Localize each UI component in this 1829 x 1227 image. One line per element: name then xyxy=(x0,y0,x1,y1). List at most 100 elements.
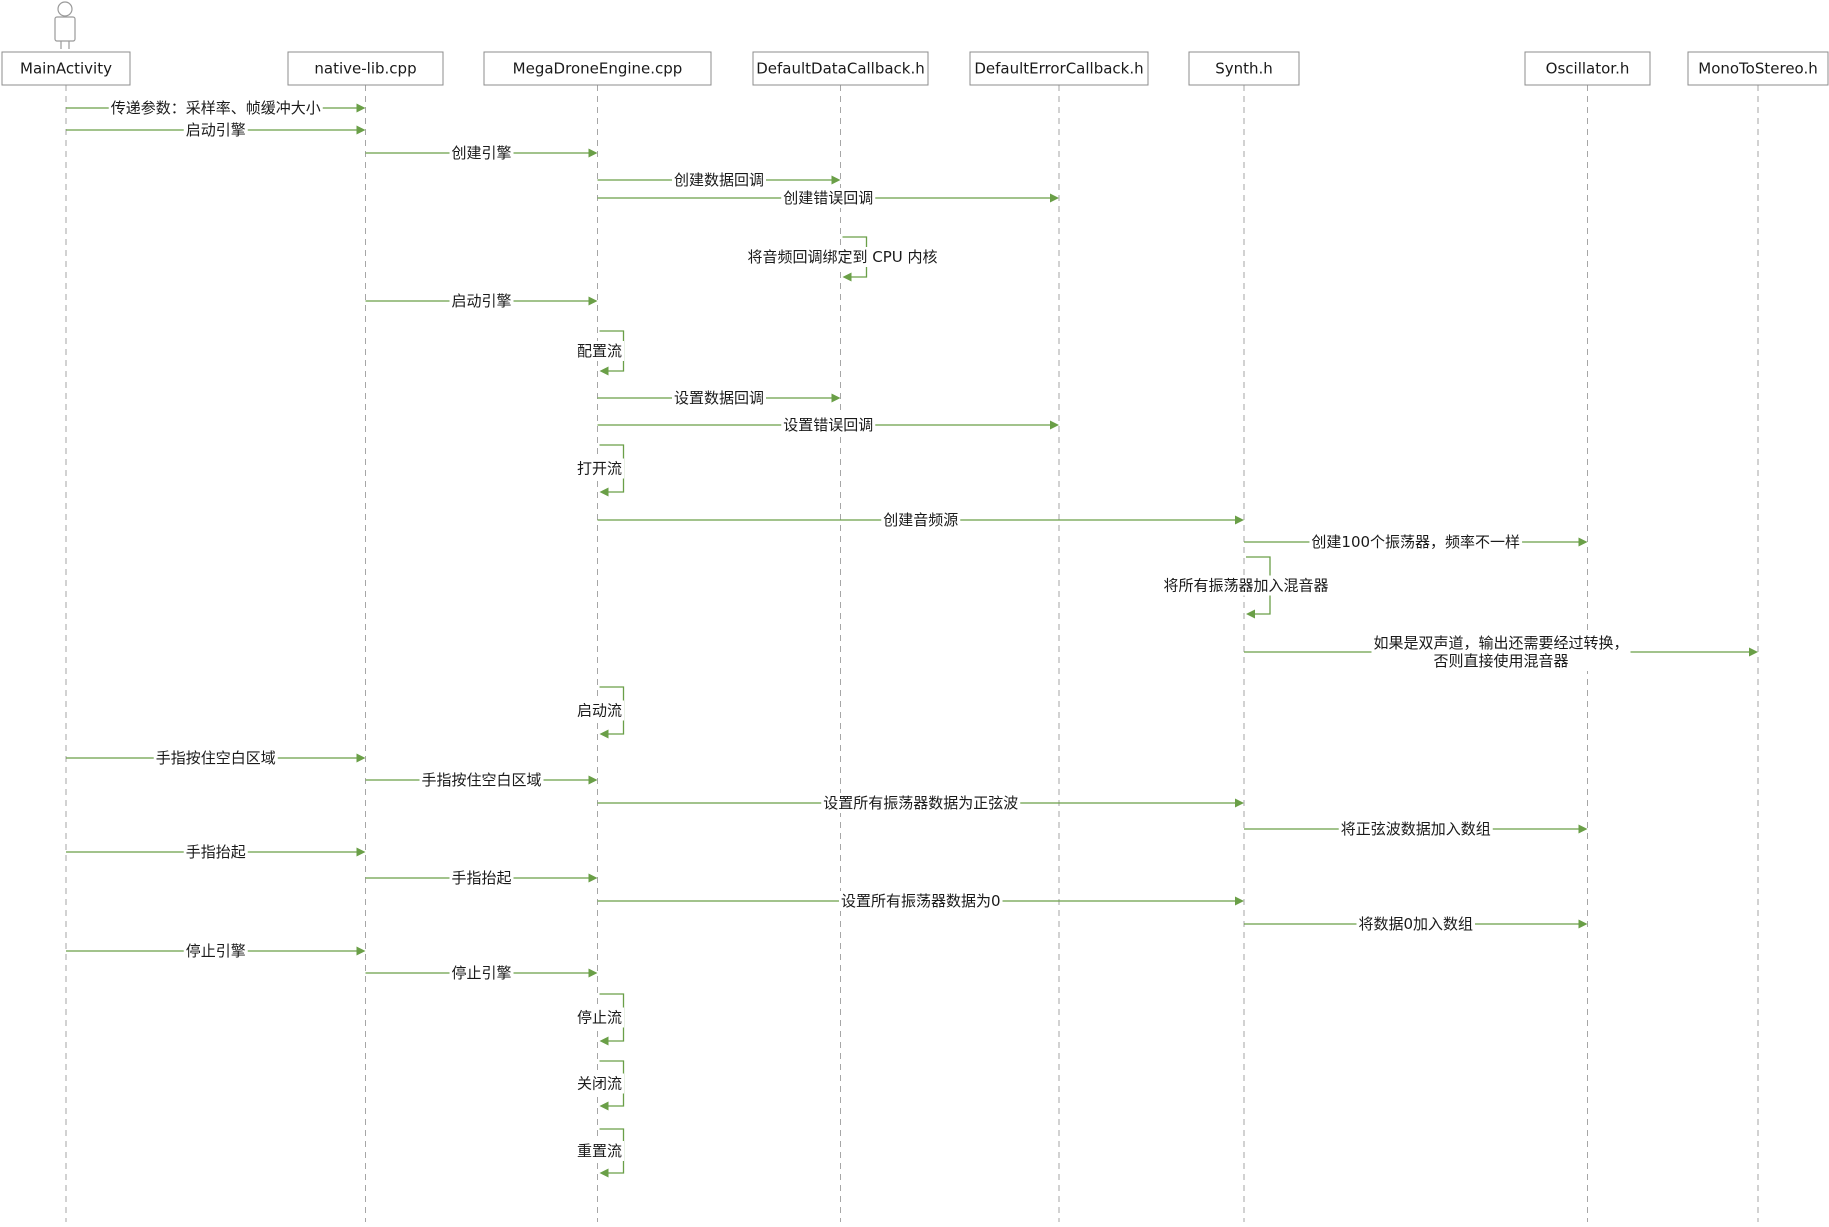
label-background xyxy=(183,120,248,140)
participant-synth-h: Synth.h xyxy=(1188,51,1300,86)
message-label: 配置流 xyxy=(577,342,622,360)
message-label: 停止引擎 xyxy=(451,964,511,982)
message-label: 设置错误回调 xyxy=(783,416,873,434)
message-label: 启动引擎 xyxy=(451,292,511,310)
lifelines xyxy=(65,85,1759,1222)
arrow-head xyxy=(599,1036,609,1046)
message: 创建引擎 xyxy=(365,143,598,163)
arrow-head xyxy=(1246,609,1255,619)
message: 将数据0加入数组 xyxy=(1244,914,1588,934)
message: 将正弦波数据加入数组 xyxy=(1244,819,1588,839)
message-label: 如果是双声道，输出还需要经过转换，否则直接使用混音器 xyxy=(1373,634,1628,670)
self-message: 停止流 xyxy=(574,993,625,1046)
arrow-head xyxy=(599,1168,609,1178)
participant-label: DefaultDataCallback.h xyxy=(756,60,925,78)
self-message: 配置流 xyxy=(574,330,625,376)
message: 手指按住空白区域 xyxy=(365,770,598,790)
message: 设置所有振荡器数据为0 xyxy=(597,891,1244,911)
message: 设置数据回调 xyxy=(597,388,841,408)
self-message: 打开流 xyxy=(574,444,625,497)
messages: 传递参数：采样率、帧缓冲大小启动引擎创建引擎创建数据回调创建错误回调将音频回调绑… xyxy=(66,98,1758,1178)
message-label: 设置所有振荡器数据为正弦波 xyxy=(823,794,1018,812)
participant-label: MegaDroneEngine.cpp xyxy=(513,60,683,78)
arrow-head xyxy=(356,847,366,857)
label-background xyxy=(1309,532,1523,552)
message: 设置错误回调 xyxy=(597,415,1059,435)
message-label: 创建引擎 xyxy=(451,144,511,162)
participant-label: DefaultErrorCallback.h xyxy=(974,60,1143,78)
arrow-head xyxy=(599,366,609,376)
arrow-head xyxy=(356,946,366,956)
message-label: 关闭流 xyxy=(577,1075,622,1093)
arrow-head xyxy=(1578,824,1588,834)
arrow-head xyxy=(588,968,598,978)
message-label: 将所有振荡器加入混音器 xyxy=(1163,577,1328,595)
label-background xyxy=(153,748,278,768)
message-label: 启动流 xyxy=(577,702,622,720)
message: 启动引擎 xyxy=(365,291,598,311)
participant-label: MonoToStereo.h xyxy=(1698,60,1817,78)
label-background xyxy=(781,415,876,435)
label-background xyxy=(574,1007,625,1028)
message: 手指抬起 xyxy=(66,842,366,862)
arrow-head xyxy=(831,175,841,185)
message-label: 重置流 xyxy=(577,1142,622,1160)
participant-defaulterrorcallback-h: DefaultErrorCallback.h xyxy=(969,51,1149,86)
message: 停止引擎 xyxy=(66,941,366,961)
message-label: 创建100个振荡器，频率不一样 xyxy=(1311,533,1520,551)
self-message: 启动流 xyxy=(574,686,625,739)
message-label: 手指按住空白区域 xyxy=(421,771,541,789)
arrow-head xyxy=(588,296,598,306)
message-label: 手指抬起 xyxy=(186,843,246,861)
arrow-head xyxy=(1749,647,1758,657)
label-background xyxy=(1356,914,1476,934)
message-label: 手指抬起 xyxy=(451,869,511,887)
participant-label: native-lib.cpp xyxy=(314,60,416,78)
label-background xyxy=(671,388,767,408)
message-label: 手指按住空白区域 xyxy=(156,749,276,767)
label-background xyxy=(781,188,876,208)
label-background xyxy=(449,963,514,983)
message: 创建错误回调 xyxy=(597,188,1059,208)
participant-box xyxy=(752,51,929,86)
label-background xyxy=(449,291,514,311)
label-background xyxy=(1371,633,1631,671)
label-background xyxy=(574,1141,625,1161)
participant-box xyxy=(1687,51,1829,86)
label-background xyxy=(745,247,940,267)
actor-icon xyxy=(54,1,76,49)
arrow-head xyxy=(599,729,609,739)
participant-label: Synth.h xyxy=(1215,60,1273,78)
message-label: 停止流 xyxy=(577,1009,622,1027)
arrow-head xyxy=(1235,798,1244,808)
label-background xyxy=(449,143,514,163)
arrow-head xyxy=(356,125,366,135)
participant-box xyxy=(969,51,1149,86)
label-background xyxy=(821,793,1021,813)
label-background xyxy=(183,842,248,862)
arrow-head xyxy=(831,393,841,403)
message-label: 将数据0加入数组 xyxy=(1358,915,1473,933)
arrow-head xyxy=(588,148,598,158)
self-message: 将音频回调绑定到 CPU 内核 xyxy=(745,236,940,282)
message: 设置所有振荡器数据为正弦波 xyxy=(597,793,1244,813)
label-background xyxy=(449,868,514,888)
participant-box xyxy=(1524,51,1651,86)
participant-box xyxy=(1188,51,1300,86)
label-background xyxy=(671,170,767,190)
label-background xyxy=(419,770,544,790)
arrow-head xyxy=(588,873,598,883)
label-background xyxy=(574,700,625,721)
message: 手指按住空白区域 xyxy=(66,748,366,768)
message: 创建音频源 xyxy=(597,510,1244,530)
message-label: 启动引擎 xyxy=(186,121,246,139)
participant-label: Oscillator.h xyxy=(1546,60,1630,78)
participant-defaultdatacallback-h: DefaultDataCallback.h xyxy=(752,51,929,86)
message: 创建100个振荡器，频率不一样 xyxy=(1244,532,1588,552)
label-background xyxy=(574,458,625,479)
arrow-head xyxy=(599,487,609,497)
label-background xyxy=(574,1073,625,1094)
message-label: 传递参数：采样率、帧缓冲大小 xyxy=(111,99,321,117)
